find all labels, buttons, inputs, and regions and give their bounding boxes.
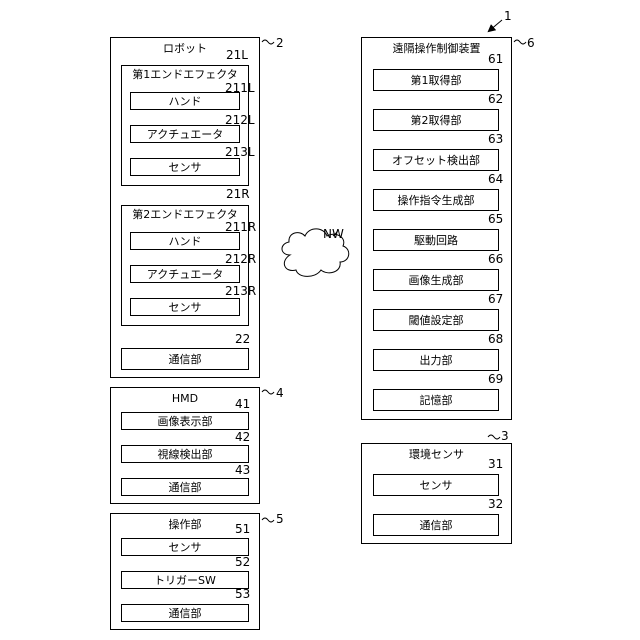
storage-ref: 69 — [488, 372, 503, 386]
image-generation-ref: 66 — [488, 252, 503, 266]
offset-detection-block: オフセット検出部 — [373, 149, 499, 171]
left-end-effector-ref: 21L — [226, 48, 248, 62]
left-actuator-ref: 212L — [225, 113, 255, 127]
hmd-ref: 4 — [276, 386, 284, 400]
operation-sensor-ref: 51 — [235, 522, 250, 536]
drive-circuit-ref: 65 — [488, 212, 503, 226]
left-sensor-block: センサ — [130, 158, 240, 176]
second-acquisition-ref: 62 — [488, 92, 503, 106]
first-acquisition-block: 第1取得部 — [373, 69, 499, 91]
output-block: 出力部 — [373, 349, 499, 371]
environment-comm-ref: 32 — [488, 497, 503, 511]
hmd-comm-block: 通信部 — [121, 478, 249, 496]
command-generation-ref: 64 — [488, 172, 503, 186]
right-hand-ref: 211R — [225, 220, 256, 234]
system-arrow — [489, 20, 502, 31]
operation-unit-ref: 5 — [276, 512, 284, 526]
left-hand-block: ハンド — [130, 92, 240, 110]
hmd-gaze-block: 視線検出部 — [121, 445, 249, 463]
trigger-switch-block: トリガーSW — [121, 571, 249, 589]
right-sensor-block: センサ — [130, 298, 240, 316]
right-sensor-ref: 213R — [225, 284, 256, 298]
system-ref: 1 — [504, 9, 512, 23]
environment-sensor-item-ref: 31 — [488, 457, 503, 471]
right-hand-block: ハンド — [130, 232, 240, 250]
offset-detection-ref: 63 — [488, 132, 503, 146]
left-actuator-block: アクチュエータ — [130, 125, 240, 143]
controller-ref: 6 — [527, 36, 535, 50]
environment-sensor-ref: 3 — [501, 429, 509, 443]
hmd-gaze-ref: 42 — [235, 430, 250, 444]
left-hand-ref: 211L — [225, 81, 255, 95]
command-generation-block: 操作指令生成部 — [373, 189, 499, 211]
operation-sensor-block: センサ — [121, 538, 249, 556]
drive-circuit-block: 駆動回路 — [373, 229, 499, 251]
hmd-comm-ref: 43 — [235, 463, 250, 477]
left-end-effector-title: 第1エンドエフェクタ — [122, 68, 248, 81]
operation-comm-ref: 53 — [235, 587, 250, 601]
left-sensor-ref: 213L — [225, 145, 255, 159]
hmd-display-ref: 41 — [235, 397, 250, 411]
right-actuator-ref: 212R — [225, 252, 256, 266]
right-actuator-block: アクチュエータ — [130, 265, 240, 283]
threshold-setting-ref: 67 — [488, 292, 503, 306]
hmd-display-block: 画像表示部 — [121, 412, 249, 430]
storage-block: 記憶部 — [373, 389, 499, 411]
robot-comm-ref: 22 — [235, 332, 250, 346]
environment-sensor-block: センサ — [373, 474, 499, 496]
robot-comm-block: 通信部 — [121, 348, 249, 370]
first-acquisition-ref: 61 — [488, 52, 503, 66]
operation-comm-block: 通信部 — [121, 604, 249, 622]
output-ref: 68 — [488, 332, 503, 346]
right-end-effector-ref: 21R — [226, 187, 250, 201]
second-acquisition-block: 第2取得部 — [373, 109, 499, 131]
image-generation-block: 画像生成部 — [373, 269, 499, 291]
threshold-setting-block: 閾値設定部 — [373, 309, 499, 331]
trigger-switch-ref: 52 — [235, 555, 250, 569]
robot-ref: 2 — [276, 36, 284, 50]
network-label: NW — [323, 227, 344, 241]
environment-comm-block: 通信部 — [373, 514, 499, 536]
